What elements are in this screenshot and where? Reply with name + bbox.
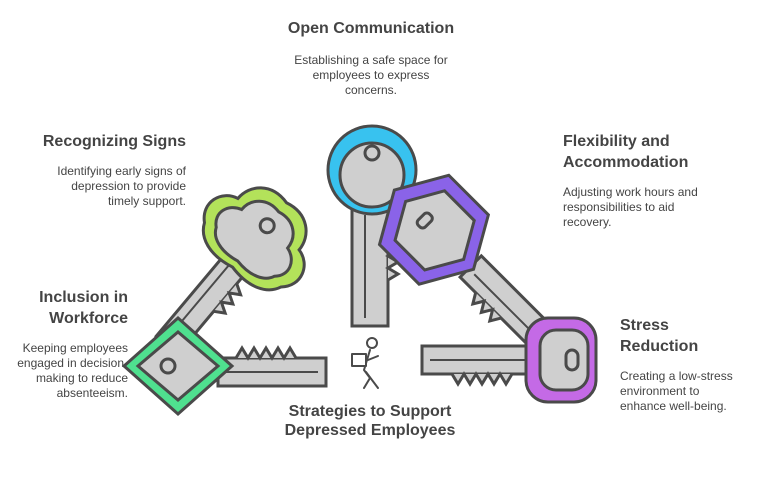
rounded-rect-key-icon [420,316,598,404]
item-inclusion-workforce: Inclusion in Workforce Keeping employees… [14,287,128,401]
key-stress-reduction [420,316,598,404]
key-recognizing-signs [154,186,308,357]
diamond-key-icon [121,315,328,417]
item-description: Adjusting work hours and responsibilitie… [563,185,698,229]
item-title: Open Communication [287,20,455,37]
item-title: Recognizing Signs [42,133,186,150]
item-stress-reduction: Stress Reduction Creating a low-stress e… [620,315,748,414]
item-recognizing-signs: Recognizing Signs Identifying early sign… [40,131,186,209]
item-flexibility-accommodation: Flexibility and Accommodation Adjusting … [563,131,703,230]
item-title: Stress Reduction [620,317,699,355]
clover-key-icon [154,186,308,357]
key-inclusion-workforce [121,315,328,417]
item-description: Keeping employees engaged in decision-ma… [17,341,128,400]
item-description: Identifying early signs of depression to… [57,164,186,208]
diagram-center-title: Strategies to Support Depressed Employee… [284,403,456,439]
item-open-communication: Open Communication Establishing a safe s… [286,18,456,98]
item-description: Establishing a safe space for employees … [294,53,448,97]
item-description: Creating a low-stress environment to enh… [620,369,733,413]
item-title: Inclusion in Workforce [39,289,128,327]
item-title: Flexibility and Accommodation [563,133,689,171]
person-carrying-box-icon [351,337,379,389]
